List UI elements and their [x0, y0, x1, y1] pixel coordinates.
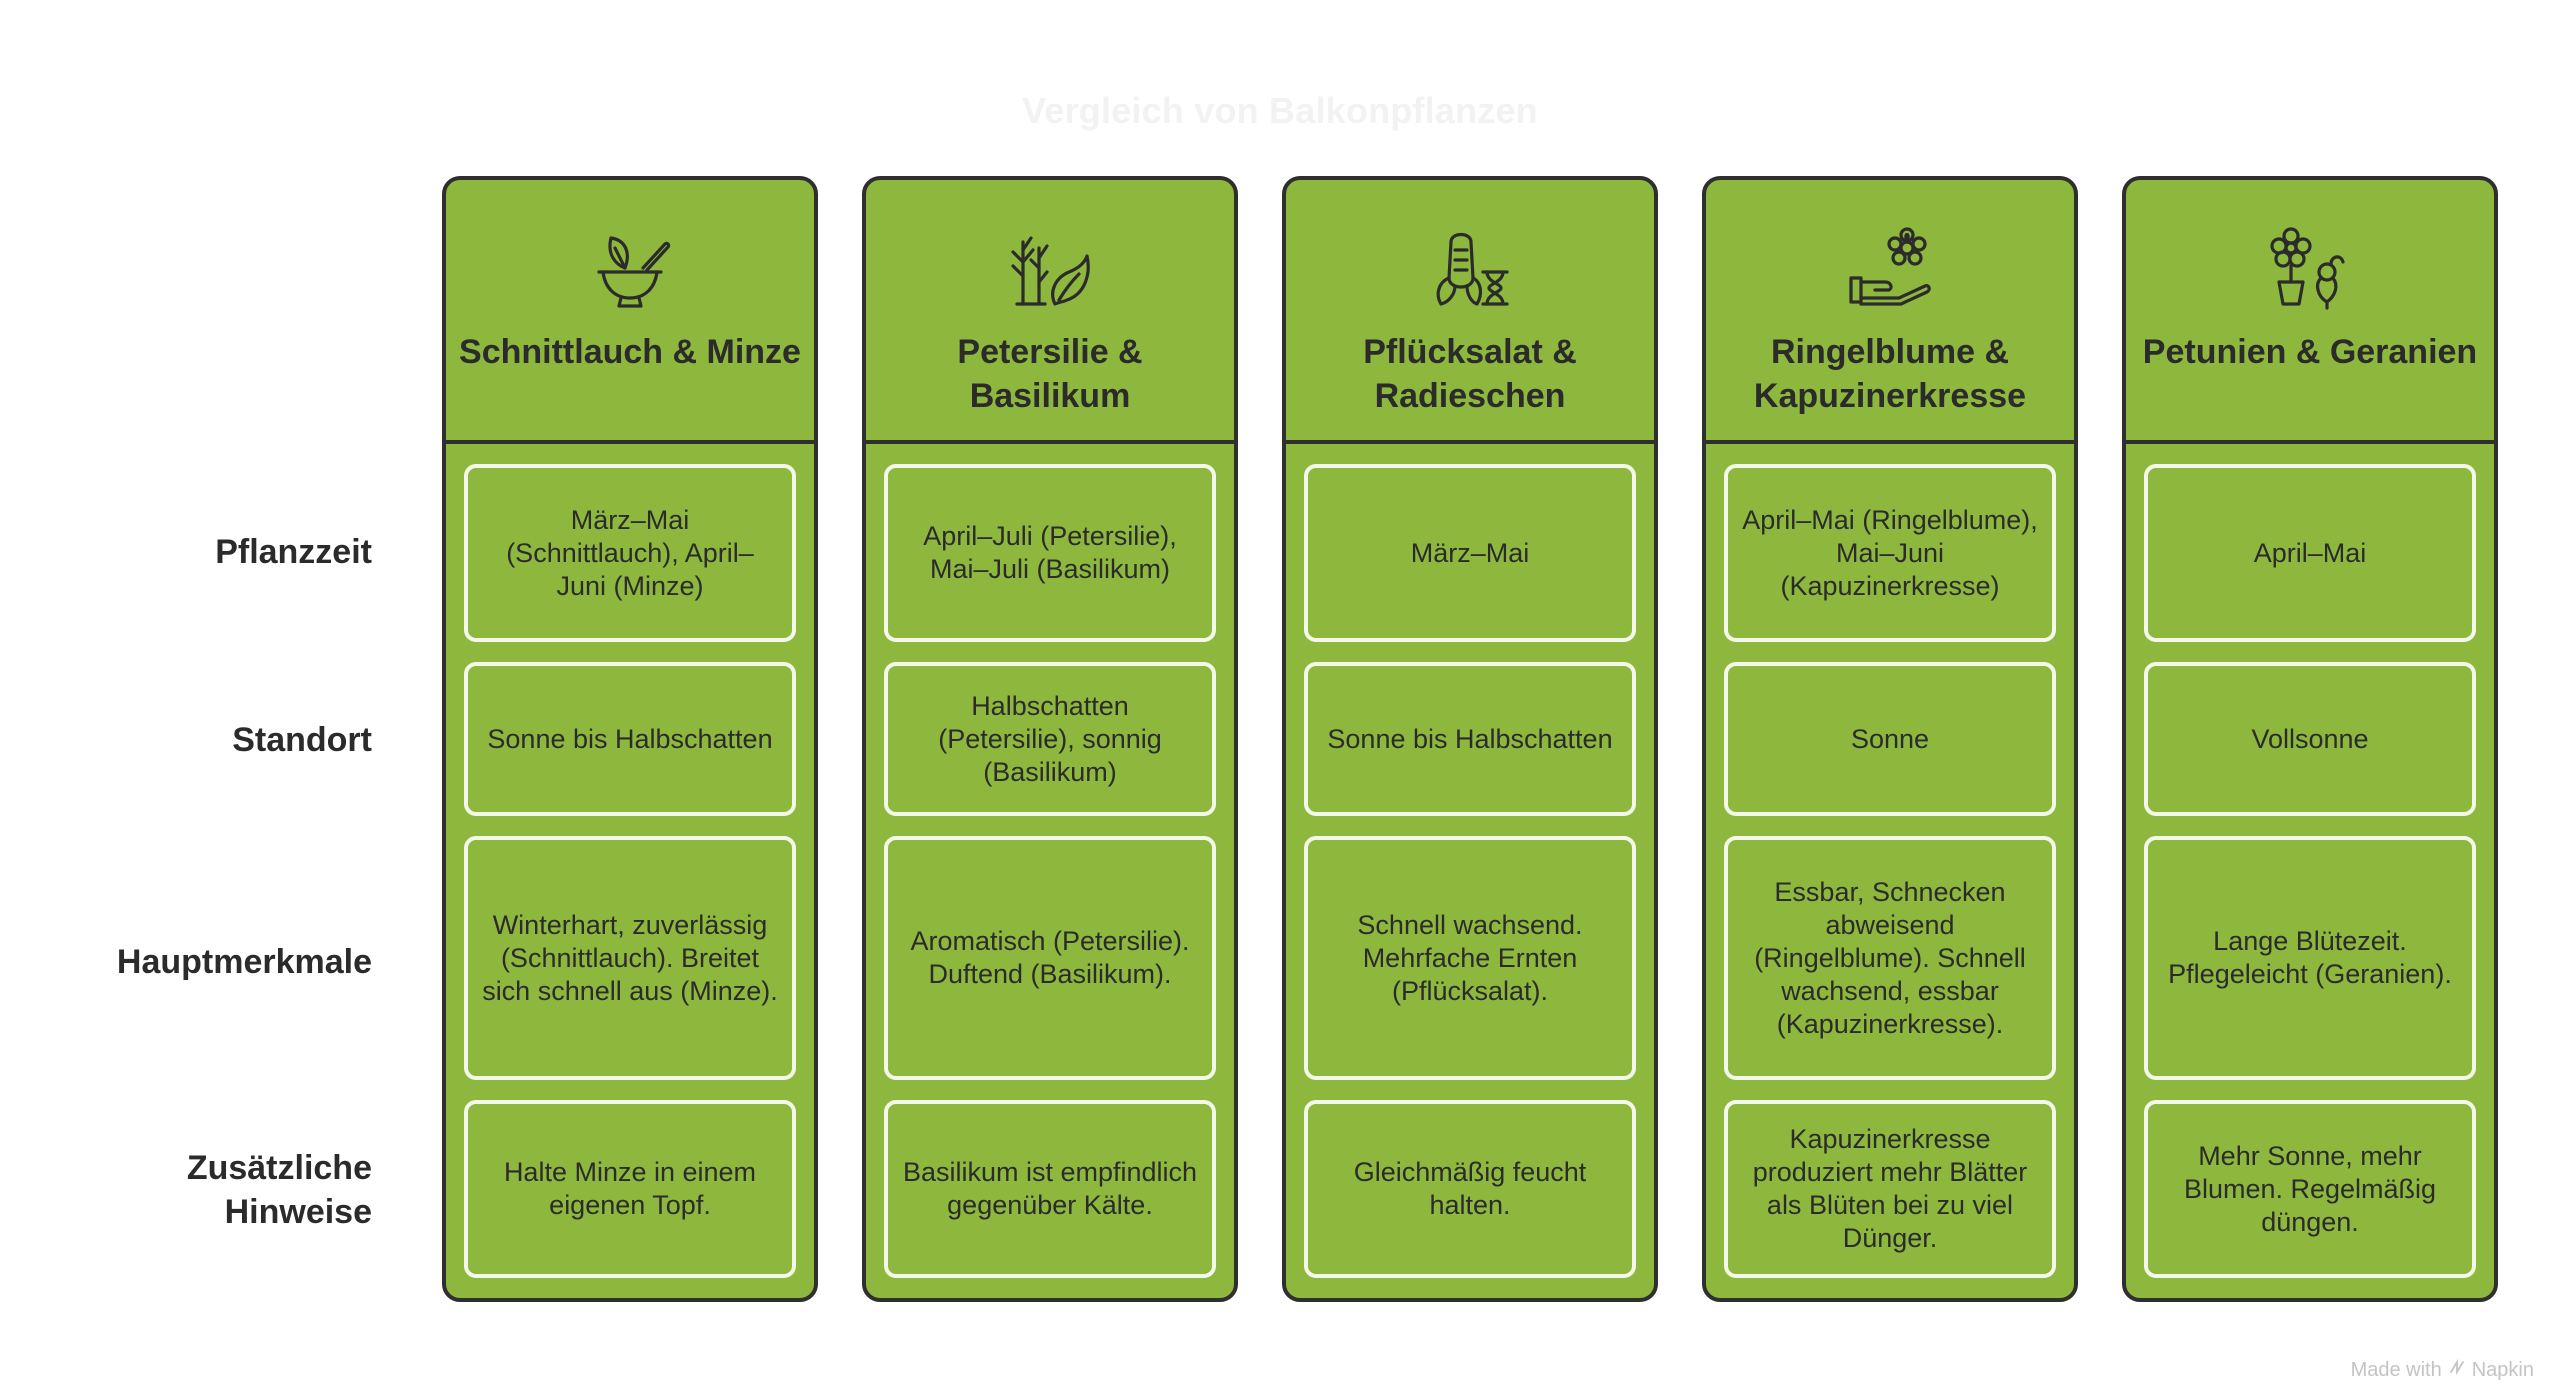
column-header: Pflücksalat & Radieschen — [1286, 180, 1654, 444]
cell-hauptmerkmale: Lange Blütezeit. Pflegeleicht (Geranien)… — [2144, 836, 2476, 1080]
column-title: Petersilie & Basilikum — [957, 333, 1143, 415]
column-pfluecksalat-radieschen: Pflücksalat & Radieschen März–Mai Sonne … — [1282, 176, 1658, 1302]
column-title: Schnittlauch & Minze — [459, 333, 801, 371]
column-header: Ringelblume & Kapuzinerkresse — [1706, 180, 2074, 444]
column-title: Pflücksalat & Radieschen — [1363, 333, 1577, 415]
row-label-hinweise: Zusätzliche Hinweise — [186, 1149, 372, 1231]
cell-standort: Sonne bis Halbschatten — [1304, 662, 1636, 816]
cell-pflanzzeit: April–Mai (Ringelblume), Mai–Juni (Kapuz… — [1724, 464, 2056, 642]
mortar-pestle-herb-icon — [585, 222, 675, 312]
cell-hinweise: Kapuzinerkresse produziert mehr Blätter … — [1724, 1100, 2056, 1278]
made-with-label: Made with — [2350, 1358, 2442, 1381]
cell-pflanzzeit: März–Mai — [1304, 464, 1636, 642]
row-label-pflanzzeit: Pflanzzeit — [215, 533, 372, 571]
cell-pflanzzeit: April–Juli (Petersilie), Mai–Juli (Basil… — [884, 464, 1216, 642]
napkin-brand: Napkin — [2471, 1358, 2534, 1381]
row-label-hauptmerkmale: Hauptmerkmale — [116, 943, 372, 981]
cell-standort: Vollsonne — [2144, 662, 2476, 816]
column-petersilie-basilikum: Petersilie & Basilikum April–Juli (Peter… — [862, 176, 1238, 1302]
column-ringelblume-kapuzinerkresse: Ringelblume & Kapuzinerkresse April–Mai … — [1702, 176, 2078, 1302]
cell-standort: Sonne — [1724, 662, 2056, 816]
cell-hauptmerkmale: Essbar, Schnecken abweisend (Ringelblume… — [1724, 836, 2056, 1080]
row-label-standort: Standort — [232, 721, 372, 759]
made-with-napkin[interactable]: Made with Napkin — [2351, 1358, 2534, 1382]
herbs-leaf-icon — [1005, 222, 1095, 312]
cell-hauptmerkmale: Aromatisch (Petersilie). Duftend (Basili… — [884, 836, 1216, 1080]
flower-hand-icon — [1845, 222, 1935, 312]
column-petunien-geranien: Petunien & Geranien April–Mai Vollsonne … — [2122, 176, 2498, 1302]
column-schnittlauch-minze: Schnittlauch & Minze März–Mai (Schnittla… — [442, 176, 818, 1302]
cell-hauptmerkmale: Schnell wachsend. Mehrfache Ernten (Pflü… — [1304, 836, 1636, 1080]
cell-hinweise: Mehr Sonne, mehr Blumen. Regelmäßig düng… — [2144, 1100, 2476, 1278]
column-title: Ringelblume & Kapuzinerkresse — [1753, 333, 2027, 415]
cell-standort: Sonne bis Halbschatten — [464, 662, 796, 816]
napkin-logo-icon — [2448, 1358, 2466, 1382]
column-header: Schnittlauch & Minze — [446, 180, 814, 444]
cell-hinweise: Halte Minze in einem eigenen Topf. — [464, 1100, 796, 1278]
column-header: Petersilie & Basilikum — [866, 180, 1234, 444]
cell-standort: Halbschatten (Petersilie), sonnig (Basil… — [884, 662, 1216, 816]
cell-pflanzzeit: März–Mai (Schnittlauch), April–Juni (Min… — [464, 464, 796, 642]
cell-hinweise: Basilikum ist empfindlich gegenüber Kält… — [884, 1100, 1216, 1278]
cell-pflanzzeit: April–Mai — [2144, 464, 2476, 642]
column-header: Petunien & Geranien — [2126, 180, 2494, 444]
cell-hauptmerkmale: Winterhart, zuverlässig (Schnittlauch). … — [464, 836, 796, 1080]
cell-hinweise: Gleichmäßig feucht halten. — [1304, 1100, 1636, 1278]
diagram-title: Vergleich von Balkonpflanzen — [1022, 90, 1538, 131]
column-title: Petunien & Geranien — [2142, 333, 2478, 371]
vegetables-hourglass-icon — [1425, 222, 1515, 312]
potted-flowers-icon — [2265, 222, 2355, 312]
